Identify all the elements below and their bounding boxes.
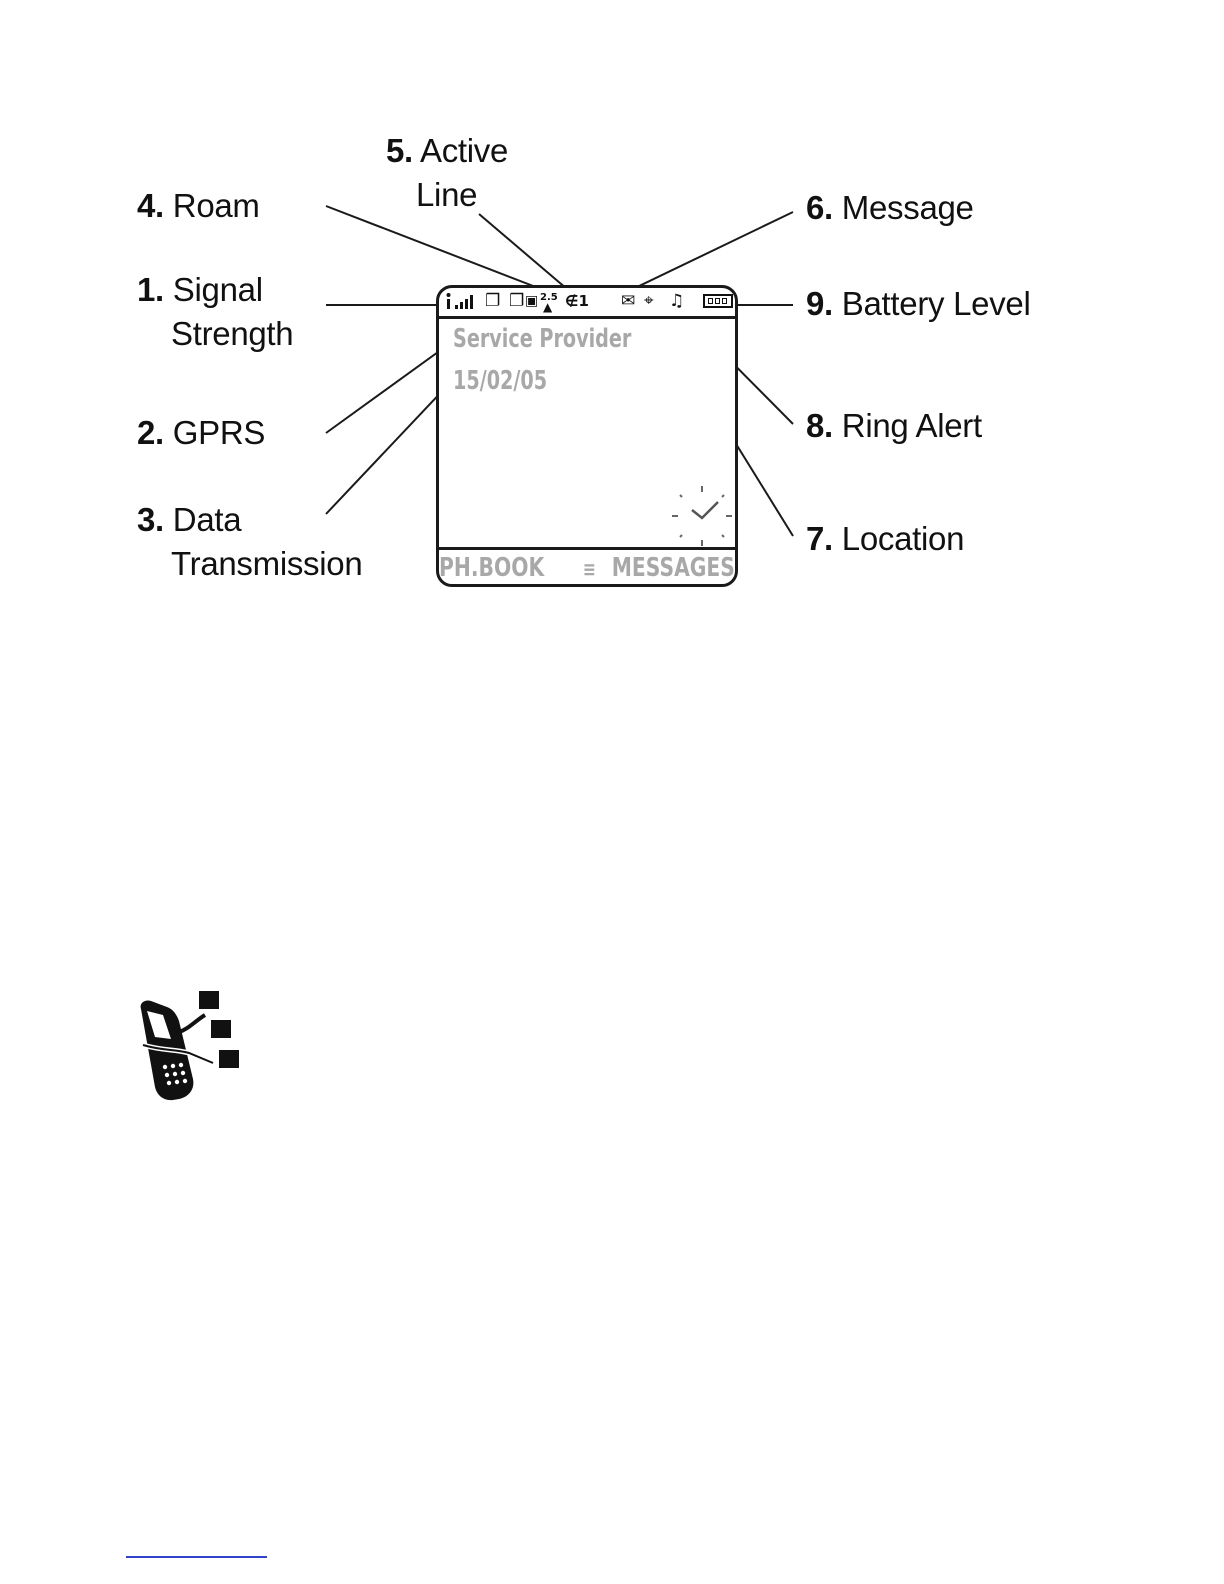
- leader-message: [633, 212, 793, 289]
- menu-key-icon[interactable]: ≡: [583, 557, 596, 581]
- softkey-divider: [439, 547, 735, 550]
- location-icon: ⌖: [644, 291, 654, 311]
- gprs-icon: ❐: [485, 291, 500, 311]
- ring-alert-icon: ♫: [669, 291, 684, 311]
- right-softkey-messages[interactable]: MESSAGES: [612, 553, 735, 583]
- callout-data-transmission: 3. Data Transmission: [137, 498, 362, 586]
- lock-icon: ▣: [525, 291, 538, 311]
- callout-battery-level: 9. Battery Level: [806, 282, 1031, 326]
- callout-signal-strength: 1. Signal Strength: [137, 268, 293, 356]
- callout-message: 6. Message: [806, 186, 974, 230]
- callout-gprs: 2. GPRS: [137, 411, 265, 455]
- active-line-icon: ∉1: [565, 291, 589, 311]
- callout-active-line: 5. Active Line: [386, 129, 508, 217]
- leader-active-line: [479, 214, 567, 289]
- roam-icon: ▲: [543, 297, 552, 317]
- phone-home-screen: ❐ ❐ ▣ 2.5 ▲ ∉1 ✉ ⌖ ♫ Service Provider 15…: [436, 285, 738, 587]
- battery-level-icon: [703, 294, 733, 308]
- callout-location: 7. Location: [806, 517, 964, 561]
- callout-roam: 4. Roam: [137, 184, 260, 228]
- message-icon: ✉: [621, 291, 635, 311]
- footer-link-underline[interactable]: [126, 1556, 267, 1558]
- phone-feature-icon: [133, 989, 243, 1103]
- status-bar-divider: [439, 316, 735, 319]
- signal-bars-graphic: [445, 291, 479, 311]
- date-text: 15/02/05: [453, 366, 547, 396]
- leader-roam: [326, 206, 541, 289]
- left-softkey-phonebook[interactable]: PH.BOOK: [439, 553, 544, 583]
- callout-ring-alert: 8. Ring Alert: [806, 404, 982, 448]
- service-provider-text: Service Provider: [453, 324, 631, 354]
- signal-strength-icon: [445, 291, 479, 316]
- data-transmission-icon: ❐: [509, 291, 524, 311]
- analog-clock-icon: [670, 484, 734, 548]
